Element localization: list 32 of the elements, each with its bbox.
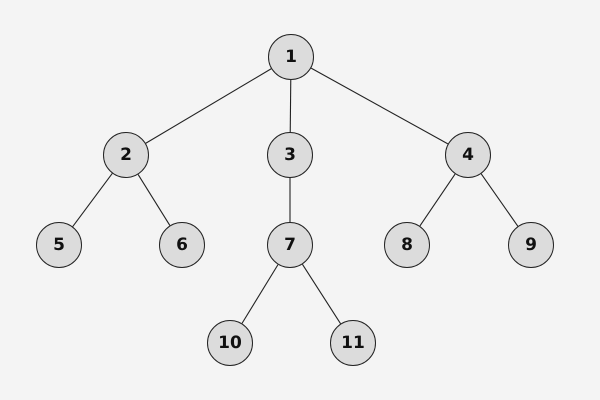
tree-node-circle (268, 34, 314, 80)
node-number: 2 (120, 145, 132, 165)
node-number: 9 (525, 235, 537, 255)
tree-node-circle (445, 132, 491, 178)
connector-line (72, 173, 113, 227)
node-number: 1 (285, 47, 297, 67)
connector-line (242, 264, 278, 324)
connector-line (310, 68, 448, 144)
connector-line (480, 174, 518, 226)
node-number: 6 (176, 235, 188, 255)
tree-node-circle (103, 132, 149, 178)
node-number: 10 (218, 333, 242, 353)
tree-node-circle (330, 320, 376, 366)
node-number: 4 (462, 145, 474, 165)
node-number: 3 (284, 145, 296, 165)
node-number: 11 (341, 333, 365, 353)
connector-line (146, 68, 272, 144)
tree-node-circle (36, 222, 82, 268)
tree-node-circle (159, 222, 205, 268)
node-number: 7 (284, 235, 296, 255)
connector-line (289, 178, 291, 222)
tree-node-circle (267, 222, 313, 268)
node-number: 8 (401, 235, 413, 255)
tree-node-circle (267, 132, 313, 178)
node-number: 5 (53, 235, 65, 255)
connector-line (302, 264, 342, 324)
connector-line (138, 174, 170, 226)
tree-node-circle (384, 222, 430, 268)
connector-line (290, 80, 292, 132)
tree-node-circle (207, 320, 253, 366)
tree-node-circle (508, 222, 554, 268)
connector-line (419, 174, 456, 226)
